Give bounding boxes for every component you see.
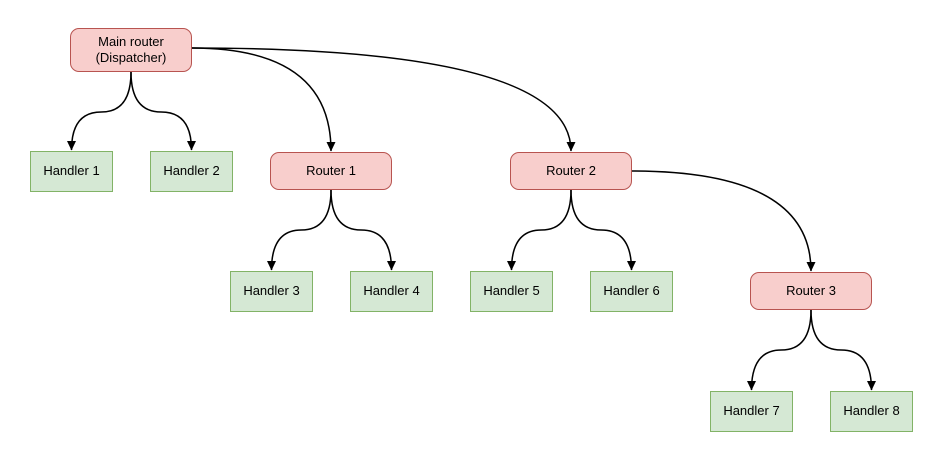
node-label: Router 3 xyxy=(786,282,836,298)
edge-router-2-to-handler-6 xyxy=(570,189,636,271)
node-label: Handler 1 xyxy=(43,163,100,179)
edge-main-router-to-handler-1 xyxy=(67,71,132,151)
node-label: Router 1 xyxy=(306,162,356,178)
edge-router-3-to-handler-7 xyxy=(747,309,812,391)
node-handler-5: Handler 5 xyxy=(470,271,553,312)
node-label: Handler 7 xyxy=(723,403,780,419)
node-label: Handler 4 xyxy=(363,283,420,299)
node-handler-1: Handler 1 xyxy=(30,151,113,192)
edge-router-1-to-handler-4 xyxy=(330,189,396,271)
edge-router-2-to-handler-5 xyxy=(507,189,572,271)
node-main-router: Main router (Dispatcher) xyxy=(70,28,192,72)
node-label: Handler 5 xyxy=(483,283,540,299)
node-label: Handler 8 xyxy=(843,403,900,419)
node-handler-4: Handler 4 xyxy=(350,271,433,312)
node-handler-7: Handler 7 xyxy=(710,391,793,432)
node-handler-6: Handler 6 xyxy=(590,271,673,312)
edge-router-3-to-handler-8 xyxy=(810,309,876,391)
edge-main-router-to-handler-2 xyxy=(130,71,196,151)
node-handler-3: Handler 3 xyxy=(230,271,313,312)
node-label: Handler 6 xyxy=(603,283,660,299)
edge-main-router-to-router-2 xyxy=(191,47,576,152)
node-router-1: Router 1 xyxy=(270,152,392,190)
node-router-3: Router 3 xyxy=(750,272,872,310)
node-handler-8: Handler 8 xyxy=(830,391,913,432)
edge-main-router-to-router-1 xyxy=(191,47,336,152)
edge-router-2-to-router-3 xyxy=(631,170,816,272)
node-label: Router 2 xyxy=(546,162,596,178)
node-label: Main router (Dispatcher) xyxy=(95,33,167,65)
node-label: Handler 3 xyxy=(243,283,300,299)
edge-router-1-to-handler-3 xyxy=(267,189,332,271)
node-router-2: Router 2 xyxy=(510,152,632,190)
node-handler-2: Handler 2 xyxy=(150,151,233,192)
node-label: Handler 2 xyxy=(163,163,220,179)
